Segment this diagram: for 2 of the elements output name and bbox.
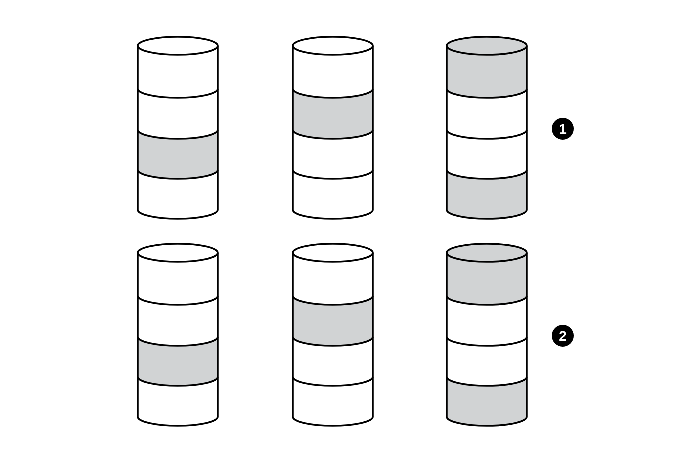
callout-number: 1 [552, 118, 574, 140]
callout-number: 2 [552, 325, 574, 347]
